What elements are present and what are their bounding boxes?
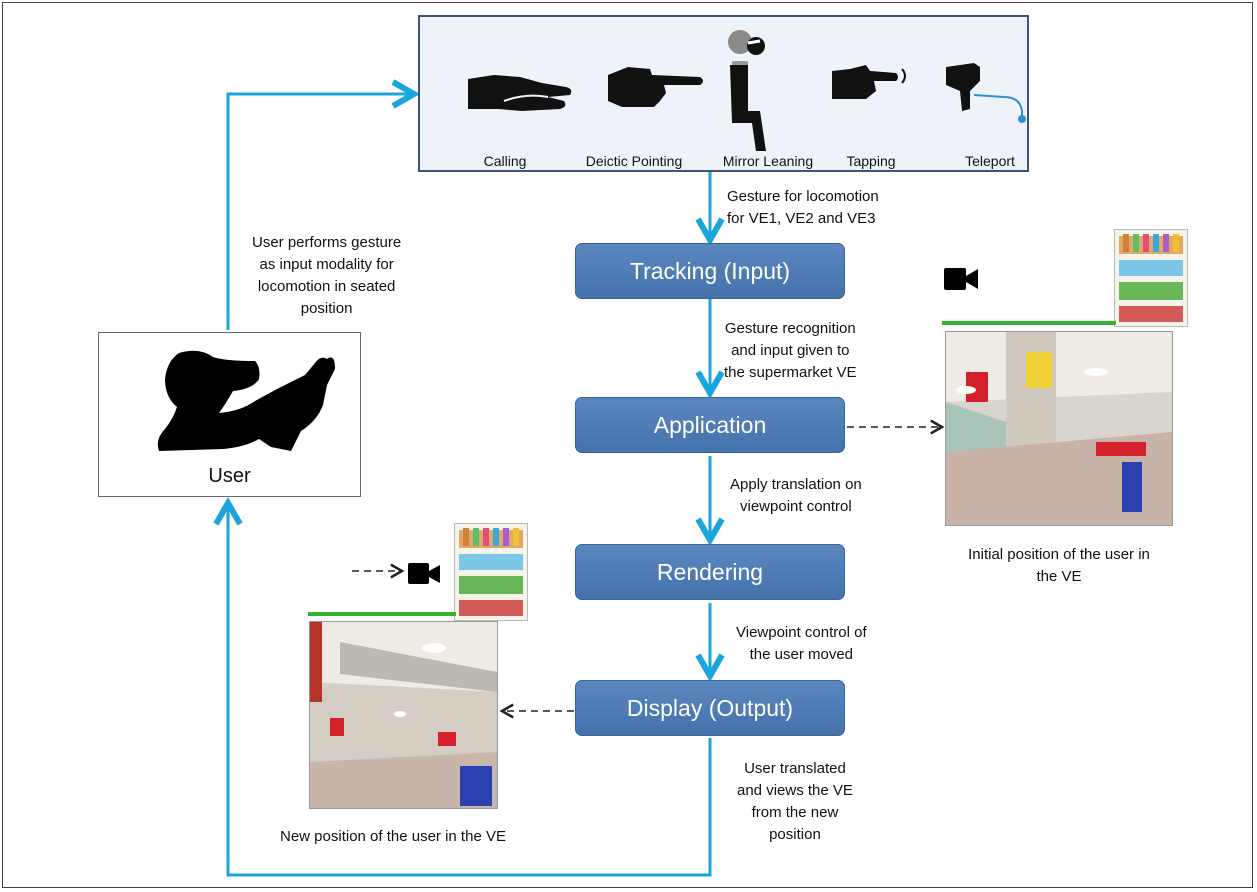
arrow-user-to-gestures xyxy=(226,94,414,330)
arrow-display-to-user xyxy=(228,503,712,877)
note-apply-translation: Apply translation on viewpoint control xyxy=(730,476,862,515)
step-rendering: Rendering xyxy=(575,544,845,600)
user-label: User xyxy=(208,465,251,487)
note-gesture-locomotion: Gesture for locomotion for VE1, VE2 and … xyxy=(727,188,879,227)
pointing-hand-icon xyxy=(608,67,703,107)
step-display-output: Display (Output) xyxy=(575,680,845,736)
user-box: User xyxy=(98,332,361,497)
caption-initial-position: Initial position of the user in the VE xyxy=(968,546,1150,585)
gesture-label-mirror-leaning: Mirror Leaning xyxy=(722,153,814,169)
gesture-label-calling: Calling xyxy=(483,153,527,169)
gesture-label-deictic-pointing: Deictic Pointing xyxy=(585,153,683,169)
note-user-translated: User translated and views the VE from th… xyxy=(737,760,853,843)
shelf-line-new xyxy=(308,612,456,616)
note-viewpoint-moved: Viewpoint control of the user moved xyxy=(736,624,867,663)
note-user-performs-gesture: User performs gesture as input modality … xyxy=(252,234,402,317)
shelf-line-initial xyxy=(942,321,1116,325)
tapping-hand-icon xyxy=(832,65,906,99)
shelf-icon-initial xyxy=(1114,229,1188,327)
gesture-label-tapping: Tapping xyxy=(846,153,896,169)
leaning-person-icon xyxy=(728,30,766,151)
camera-icon-new xyxy=(408,563,440,584)
gesture-panel: Calling Deictic Pointing Mirror Leaning … xyxy=(418,15,1029,172)
caption-new-position: New position of the user in the VE xyxy=(280,828,506,845)
shelf-icon-new xyxy=(454,523,528,621)
gesture-label-teleport: Teleport xyxy=(965,153,1015,169)
calling-hand-icon xyxy=(468,75,572,111)
scene-initial-position xyxy=(945,331,1173,526)
step-tracking-input: Tracking (Input) xyxy=(575,243,845,299)
note-gesture-recognition: Gesture recognition and input given to t… xyxy=(724,320,857,381)
camera-icon-initial xyxy=(944,268,978,290)
step-application: Application xyxy=(575,397,845,453)
teleport-hand-icon xyxy=(946,63,1026,123)
scene-new-position xyxy=(309,621,498,809)
user-silhouette-icon xyxy=(157,350,335,451)
